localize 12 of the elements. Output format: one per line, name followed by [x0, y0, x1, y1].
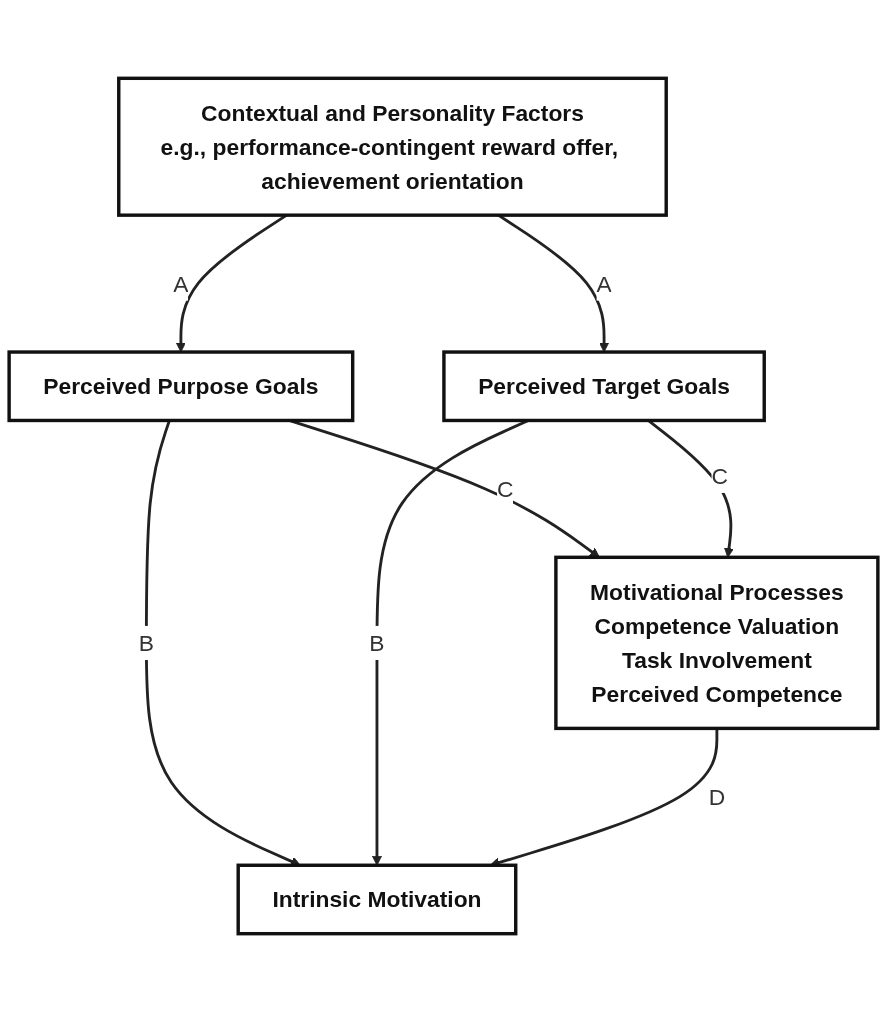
edge-label: C [497, 476, 514, 502]
edge-label: B [369, 630, 385, 656]
node-box: Intrinsic Motivation [236, 863, 518, 936]
edge-label: D [708, 784, 726, 810]
node-box: Motivational Processes Competence Valuation Task Involvement Perceived Competence [554, 555, 880, 731]
edge-label: C [711, 463, 728, 489]
edge-label: A [596, 271, 612, 297]
node-box: Perceived Target Goals [442, 350, 766, 423]
node-box: Contextual and Personality Factors e.g., performance-contingent reward offer, achievement orientation [117, 76, 668, 217]
edge-label: B [138, 630, 154, 656]
edge-label: A [173, 271, 189, 297]
node-box: Perceived Purpose Goals [7, 350, 355, 423]
